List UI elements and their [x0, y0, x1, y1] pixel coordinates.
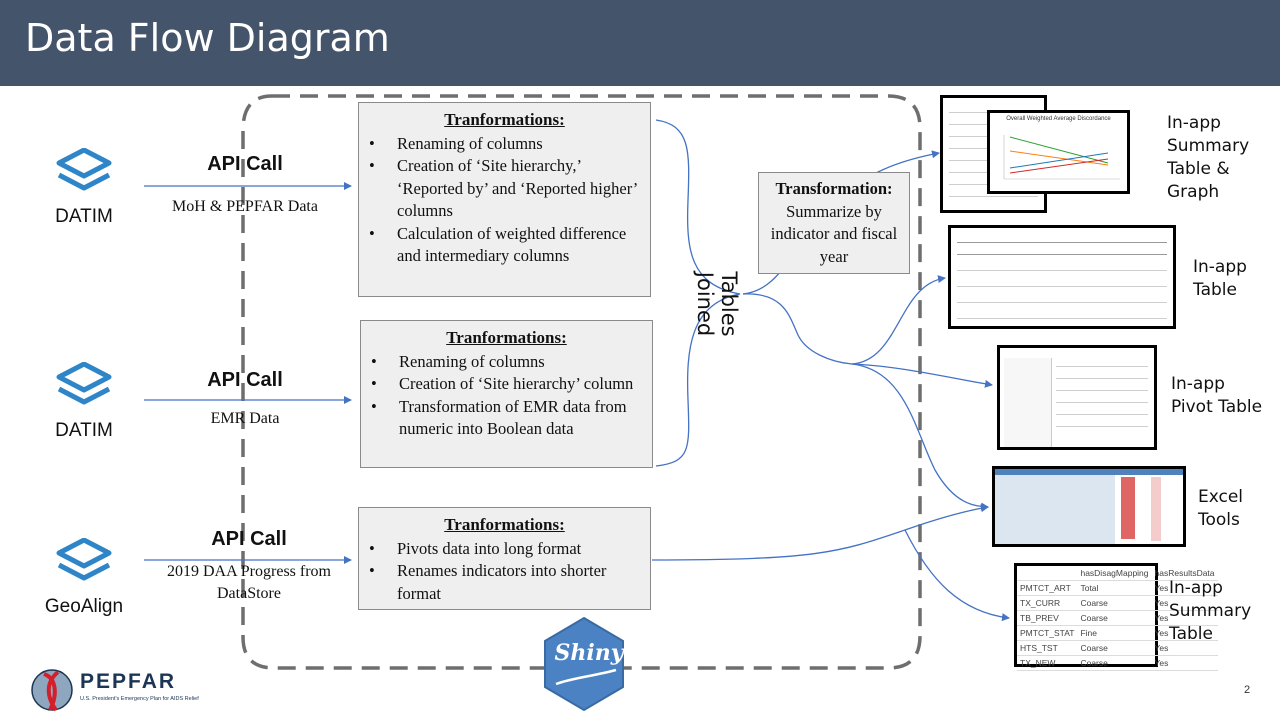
table-thumbnail — [948, 225, 1176, 329]
transformation-list: Renaming of columns Creation of ‘Site hi… — [361, 351, 652, 441]
join-brace — [655, 119, 741, 467]
table-cell: PMTCT_ART — [1017, 580, 1078, 596]
table-cell: Coarse — [1077, 610, 1152, 626]
api-call-1: API Call MoH & PEPFAR Data — [130, 153, 360, 218]
source-datim-2: DATIM — [42, 362, 126, 442]
table-cell: Yes — [1151, 655, 1218, 671]
output-label-summary-table: In-app Summary Table — [1169, 578, 1252, 644]
flow-to-pivot — [851, 363, 993, 388]
table-cell: HTS_TST — [1017, 640, 1078, 656]
source-geoalign: GeoAlign — [32, 538, 136, 618]
source-name: DATIM — [55, 206, 113, 227]
api-call-3: API Call 2019 DAA Progress from DataStor… — [134, 528, 364, 605]
table-cell: Yes — [1151, 580, 1218, 596]
transformation-item: Transformation of EMR data from numeric … — [361, 396, 652, 441]
excel-thumbnail — [992, 466, 1186, 547]
table-row: HTS_TST Coarse Yes — [1017, 640, 1218, 656]
table-row: PMTCT_STAT Fine Yes — [1017, 625, 1218, 641]
table-cell: Yes — [1151, 595, 1218, 611]
table-cell: TX_CURR — [1017, 595, 1078, 611]
output-label-summary-graph: In-app Summary Table & Graph — [1167, 113, 1250, 202]
summary-transformation-body: Summarize by indicator and fiscal year — [770, 201, 898, 266]
table-header: hasResultsData — [1151, 566, 1218, 581]
transformation-heading: Tranformations: — [444, 515, 565, 534]
flow-geoalign-to-summary — [904, 529, 1010, 622]
transformation-box-1: Tranformations: Renaming of columns Crea… — [358, 102, 651, 297]
table-cell: TB_PREV — [1017, 610, 1078, 626]
globe-ribbon-icon — [31, 669, 73, 712]
api-call-desc: 2019 DAA Progress from DataStore — [167, 563, 331, 602]
output-label-pivot: In-app Pivot Table — [1171, 374, 1263, 417]
layered-stack-icon — [56, 362, 112, 405]
table-cell: Coarse — [1077, 595, 1152, 611]
transformation-heading: Tranformations: — [444, 110, 565, 129]
table-row: TX_CURR Coarse Yes — [1017, 595, 1218, 611]
transformation-box-3: Tranformations: Pivots data into long fo… — [358, 507, 651, 610]
table-header: hasDisagMapping — [1077, 566, 1152, 581]
table-cell: Total — [1077, 580, 1152, 596]
table-row: TX_NEW Coarse Yes — [1017, 655, 1218, 671]
transformation-item: Pivots data into long format — [359, 538, 650, 561]
transformation-item: Renames indicators into shorter format — [359, 560, 650, 605]
transformation-box-2: Tranformations: Renaming of columns Crea… — [360, 320, 653, 468]
output-label-table: In-app Table — [1193, 257, 1247, 300]
pepfar-wordmark: PEPFAR — [80, 670, 177, 693]
table-cell: TX_NEW — [1017, 655, 1078, 671]
pepfar-logo: PEPFAR U.S. President's Emergency Plan f… — [28, 666, 199, 714]
flow-to-excel — [851, 363, 989, 511]
transformation-item: Calculation of weighted difference and i… — [359, 223, 650, 268]
page-number: 2 — [1244, 684, 1251, 696]
layered-stack-icon — [56, 148, 112, 191]
table-cell: Yes — [1151, 610, 1218, 626]
api-call-label: API Call — [207, 153, 283, 175]
summary-transformation-heading: Transformation: — [775, 179, 893, 198]
table-cell: Fine — [1077, 625, 1152, 641]
summary-transformation-box: Transformation: Summarize by indicator a… — [758, 172, 910, 274]
api-call-2: API Call EMR Data — [130, 369, 360, 430]
transformation-item: Renaming of columns — [359, 133, 650, 156]
shiny-hex-logo — [544, 616, 624, 712]
shiny-badge-text: Shiny — [554, 640, 624, 666]
table-cell: Yes — [1151, 625, 1218, 641]
summary-table-grid: hasDisagMapping hasResultsData PMTCT_ART… — [1017, 566, 1218, 671]
graph-title: Overall Weighted Average Discordance — [1006, 116, 1111, 122]
graph-thumbnail: Overall Weighted Average Discordance — [987, 110, 1130, 194]
api-call-desc: MoH & PEPFAR Data — [172, 198, 318, 215]
api-call-label: API Call — [211, 528, 287, 550]
page-title: Data Flow Diagram — [25, 16, 390, 60]
api-call-label: API Call — [207, 369, 283, 391]
source-name: DATIM — [55, 420, 113, 441]
layered-stack-icon — [56, 538, 112, 581]
transformation-heading: Tranformations: — [446, 328, 567, 347]
table-header-row: hasDisagMapping hasResultsData — [1017, 566, 1218, 581]
api-call-desc: EMR Data — [210, 410, 280, 427]
flow-to-table — [851, 275, 946, 365]
table-header — [1017, 566, 1078, 581]
table-cell: PMTCT_STAT — [1017, 625, 1078, 641]
source-datim-1: DATIM — [42, 148, 126, 228]
table-row: PMTCT_ART Total Yes — [1017, 580, 1218, 596]
summary-table: hasDisagMapping hasResultsData PMTCT_ART… — [1014, 563, 1218, 671]
transformation-list: Pivots data into long format Renames ind… — [359, 538, 650, 606]
output-label-excel: Excel Tools — [1198, 487, 1244, 530]
transformation-list: Renaming of columns Creation of ‘Site hi… — [359, 133, 650, 268]
table-row: TB_PREV Coarse Yes — [1017, 610, 1218, 626]
table-cell: Yes — [1151, 640, 1218, 656]
title-bar: Data Flow Diagram — [0, 0, 1280, 86]
source-name: GeoAlign — [44, 596, 124, 617]
transformation-item: Creation of ‘Site hierarchy’ column — [361, 373, 652, 396]
flow-main-branch — [742, 293, 853, 365]
transformation-item: Creation of ‘Site hierarchy,’ ‘Reported … — [359, 155, 650, 223]
table-cell: Coarse — [1077, 655, 1152, 671]
pivot-table-thumbnail — [997, 345, 1157, 450]
pepfar-tagline: U.S. President's Emergency Plan for AIDS… — [80, 696, 199, 702]
flow-geoalign-to-excel — [651, 504, 989, 561]
table-cell: Coarse — [1077, 640, 1152, 656]
line-graph-icon — [1003, 135, 1120, 180]
shiny-app-boundary — [241, 94, 922, 670]
transformation-item: Renaming of columns — [361, 351, 652, 374]
tables-joined-label: Tables Joined — [693, 271, 741, 337]
